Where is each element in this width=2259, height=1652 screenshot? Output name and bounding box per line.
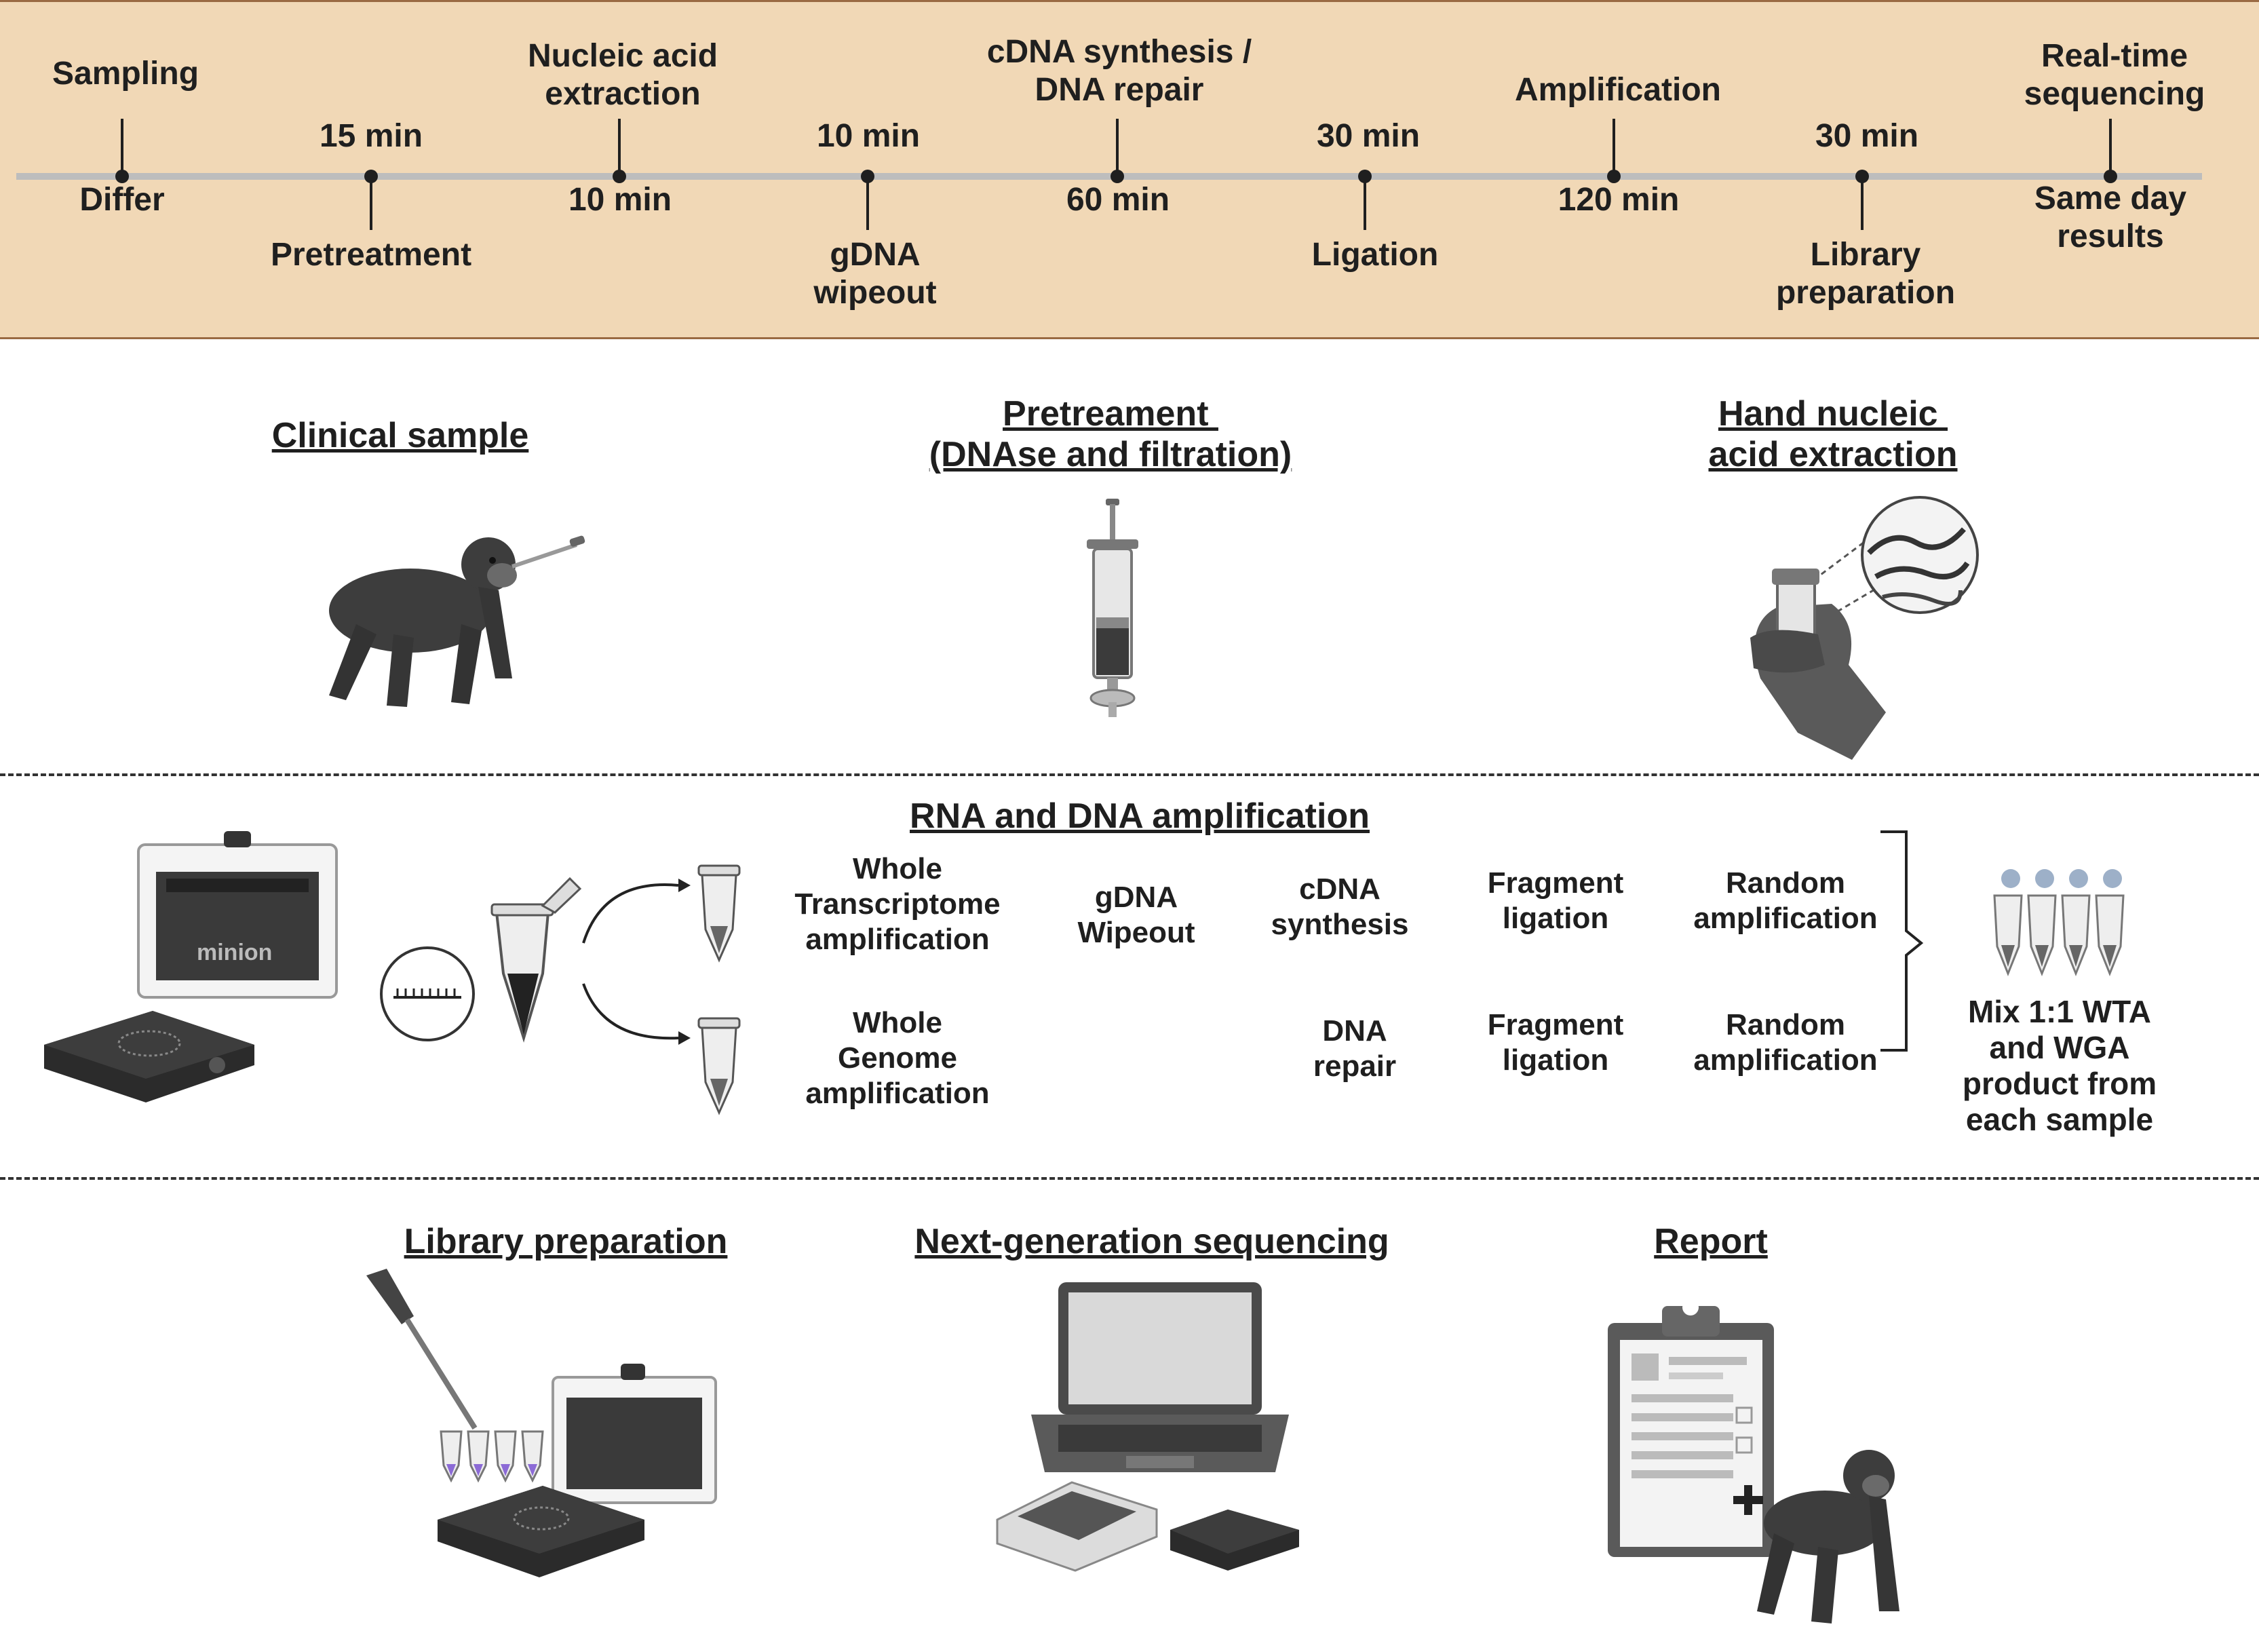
step-random-amplification: Random amplification: [1693, 1008, 1878, 1077]
timeline-label-extraction: Nucleic acid extraction: [527, 38, 718, 112]
timeline-dot: [861, 170, 874, 183]
library-preparation-title: Library preparation: [404, 1222, 728, 1261]
section-divider: [0, 1177, 2259, 1180]
timeline-tick: [1116, 119, 1119, 176]
timeline-label-amplification: Amplification: [1514, 72, 1722, 108]
timeline-label-gdna-wipeout: gDNA wipeout: [813, 237, 937, 311]
timeline-label-sampling: Sampling: [52, 56, 199, 92]
timeline-band: Sampling 15 min Nucleic acid extraction …: [0, 0, 2259, 339]
step-fragment-ligation: Fragment ligation: [1487, 866, 1624, 935]
timeline-label-duration: 30 min: [1316, 118, 1421, 154]
timeline-label-duration: 10 min: [568, 182, 672, 218]
library-prep-icon: [366, 1269, 717, 1577]
timeline-label-duration: 120 min: [1558, 182, 1680, 218]
timeline-dot: [613, 170, 626, 183]
timeline-dot: [115, 170, 129, 183]
syringe-icon: [1087, 499, 1138, 717]
minion-device-icon: minion: [137, 831, 338, 999]
step-dna-repair: DNA repair: [1313, 1014, 1397, 1083]
step-random-amplification: Random amplification: [1693, 866, 1878, 935]
timeline-label-duration: 15 min: [319, 118, 423, 154]
wga-tube-icon: [697, 1017, 741, 1115]
timeline-tick: [866, 176, 869, 230]
timeline-tick: [618, 119, 621, 176]
chimpanzee-icon: [329, 535, 585, 707]
timeline-dot: [2104, 170, 2117, 183]
timeline-label-same-day-results: Same day results: [2034, 180, 2187, 254]
timeline-tick: [1613, 119, 1615, 176]
timeline-tick: [121, 119, 123, 176]
report-clipboard-icon: [1608, 1299, 1899, 1624]
timeline-tick: [1364, 176, 1366, 230]
timeline-label-duration: 10 min: [816, 118, 921, 154]
laptop-icon: [996, 1282, 1299, 1572]
step-gdna-wipeout: gDNA Wipeout: [1077, 881, 1195, 949]
timeline-dot: [1111, 170, 1124, 183]
timeline-label-duration: 60 min: [1066, 182, 1170, 218]
clinical-sample-title: Clinical sample: [271, 416, 529, 455]
hand-extraction-title: Hand nucleic acid extraction: [1708, 394, 1958, 474]
step-whole-genome: Whole Genome amplification: [805, 1006, 990, 1110]
pretreatment-title: Pretreament (DNAse and filtration): [929, 394, 1292, 474]
step-whole-transcriptome: Whole Transcriptome amplification: [794, 852, 1001, 956]
mix-label: Mix 1:1 WTA and WGA product from each sa…: [1962, 994, 2157, 1137]
wta-tube-icon: [697, 864, 741, 963]
ngs-title: Next-generation sequencing: [914, 1222, 1389, 1261]
split-arrows: [582, 879, 691, 1045]
timeline-dot: [1358, 170, 1372, 183]
timeline-label-ligation: Ligation: [1311, 237, 1439, 273]
timeline-label-duration: 30 min: [1815, 118, 1919, 154]
timeline-label-library-preparation: Library preparation: [1775, 237, 1956, 311]
amplification-title: RNA and DNA amplification: [910, 796, 1370, 836]
minion-device-text: minion: [197, 940, 272, 965]
timeline-label-differ: Differ: [79, 182, 165, 218]
sample-tube-icon: [380, 877, 582, 1043]
step-cdna-synthesis: cDNA synthesis: [1271, 872, 1409, 941]
timeline-tick: [1861, 176, 1864, 230]
timeline-axis: [16, 173, 2202, 180]
timeline-dot: [1855, 170, 1869, 183]
timeline-tick: [370, 176, 372, 230]
timeline-dot: [1607, 170, 1621, 183]
report-title: Report: [1654, 1222, 1768, 1261]
section-divider: [0, 773, 2259, 776]
tube-strip-icon: [1993, 869, 2125, 977]
timeline-tick: [2109, 119, 2112, 176]
step-fragment-ligation: Fragment ligation: [1487, 1008, 1624, 1077]
timeline-label-pretreatment: Pretreatment: [270, 237, 472, 273]
merge-bracket: [1880, 830, 1924, 1052]
sequencer-hub-icon: [44, 1011, 254, 1102]
timeline-dot: [364, 170, 378, 183]
timeline-label-cdna-synthesis: cDNA synthesis / DNA repair: [986, 34, 1252, 108]
timeline-label-sequencing: Real-time sequencing: [2024, 38, 2205, 112]
hand-tube-icon: [1750, 496, 1979, 760]
